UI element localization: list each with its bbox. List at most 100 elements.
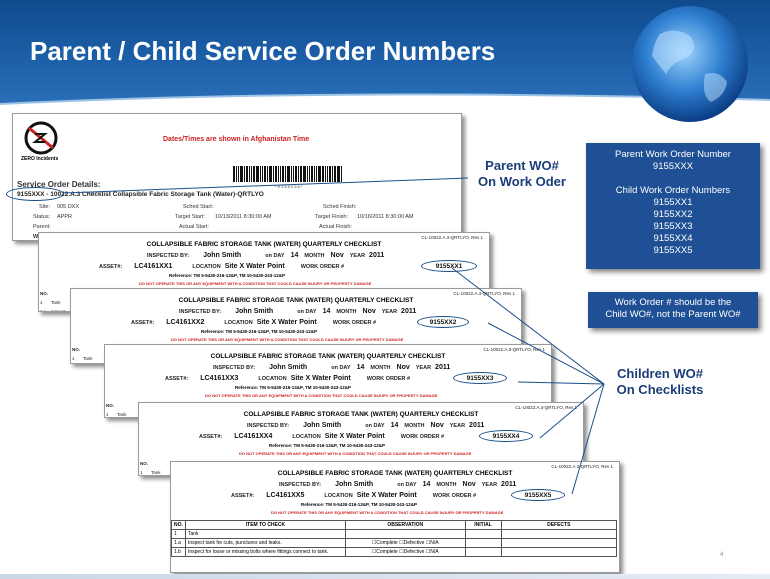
target-start-label: Target Start: xyxy=(175,214,205,220)
work-order-label: WORK ORDER # xyxy=(400,434,445,440)
table-header-cell: DEFECTS xyxy=(500,520,617,530)
location-value: Site X Water Point xyxy=(224,263,285,270)
reference-text: Reference: TM 5-5430-216-13&P, TM 10-543… xyxy=(201,329,317,334)
row-1-number: 1 xyxy=(40,300,43,305)
month-value: Nov xyxy=(330,252,344,259)
child-wo-heading: Child Work Order Numbers xyxy=(615,185,731,196)
no-label: NO. xyxy=(40,291,49,296)
barcode-bar xyxy=(311,166,313,182)
warning-text: DO NOT OPERATE THIS OR ANY EQUIPMENT WIT… xyxy=(171,337,404,342)
on-day-label: on DAY xyxy=(265,253,285,259)
sched-finish-label: Sched Finish: xyxy=(323,204,357,210)
actual-start-label: Actual Start: xyxy=(179,224,209,230)
barcode-bar xyxy=(316,166,317,182)
barcode-bar xyxy=(273,166,274,182)
no-label: NO. xyxy=(72,347,81,352)
target-start-value: 10/13/2011 8:30:00 AM xyxy=(215,214,272,220)
month-value: Nov xyxy=(396,364,410,371)
barcode-bar xyxy=(329,166,331,182)
tank-label: Tank xyxy=(83,356,93,361)
child-wo-number: 9155XX1 xyxy=(653,197,693,208)
checklist-title: COLLAPSIBLE FABRIC STORAGE TANK (WATER) … xyxy=(277,470,513,477)
year-value: 2011 xyxy=(401,308,417,315)
parent-callout-line1: Parent WO# xyxy=(485,158,559,173)
inspected-by-label: INSPECTED BY: xyxy=(147,253,190,259)
parent-wo-heading: Parent Work Order Number xyxy=(615,149,731,160)
checklist-form-id: CL-10022.A.3-QRTLYO, Rev 1 xyxy=(483,347,545,352)
table-header-cell: ITEM TO CHECK xyxy=(184,520,346,530)
month-label: MONTH xyxy=(370,365,391,371)
zero-incidents-logo xyxy=(24,121,58,155)
checklist-title: COLLAPSIBLE FABRIC STORAGE TANK (WATER) … xyxy=(210,353,446,360)
barcode-bar xyxy=(251,166,252,182)
work-order-label: WORK ORDER # xyxy=(366,376,411,382)
asset-label: ASSET#: xyxy=(231,493,255,499)
month-label: MONTH xyxy=(404,423,425,429)
day-value: 14 xyxy=(356,364,365,371)
work-order-numbers-box: Parent Work Order Number 9155XXX Child W… xyxy=(586,143,760,269)
barcode-text: * 9 1 5 5 2 5 5 * xyxy=(275,184,303,189)
actual-finish-label: Actual Finish: xyxy=(319,224,353,230)
month-label: MONTH xyxy=(336,309,357,315)
checklist-form-id: CL-10022.A.3-QRTLYO, Rev 1 xyxy=(453,291,515,296)
year-label: YEAR xyxy=(481,482,498,488)
inspector-name: John Smith xyxy=(269,364,308,371)
location-label: LOCATION xyxy=(224,320,253,326)
child-wo-number: 9155XX5 xyxy=(511,489,565,501)
inspector-name: John Smith xyxy=(303,422,342,429)
asset-value: LC4161XX4 xyxy=(234,433,273,440)
child-wo-number: 9155XX3 xyxy=(453,372,507,384)
table-cell xyxy=(344,529,466,539)
target-finish-label: Target Finish: xyxy=(315,214,349,220)
month-label: MONTH xyxy=(304,253,325,259)
barcode-bar xyxy=(236,166,237,182)
barcode-bar xyxy=(249,166,250,182)
child-wo-number: 9155XX2 xyxy=(653,209,693,220)
asset-label: ASSET#: xyxy=(165,376,189,382)
table-cell xyxy=(464,538,502,548)
barcode-bar xyxy=(285,166,286,182)
child-wo-number: 9155XX5 xyxy=(653,245,693,256)
reference-text: Reference: TM 5-5430-216-13&P, TM 10-543… xyxy=(301,502,417,507)
barcode-bar xyxy=(269,166,272,182)
status-value: APPR xyxy=(57,214,72,220)
logo-text: ZERO Incidents xyxy=(21,156,59,162)
barcode-bar xyxy=(309,166,310,182)
checklist-form-id: CL-10022.A.3-QRTLYO, Rev 1 xyxy=(551,464,613,469)
barcode-bar xyxy=(240,166,243,182)
parent-callout-line2: On Work Oder xyxy=(478,174,566,189)
child-wo-number: 9155XX4 xyxy=(653,233,693,244)
table-header-cell: INITIAL xyxy=(464,520,502,530)
year-value: 2011 xyxy=(435,364,451,371)
barcode-bar xyxy=(233,166,235,182)
child-wo-number: 9155XX4 xyxy=(479,430,533,442)
bottom-bar xyxy=(0,574,770,579)
barcode-bar xyxy=(327,166,328,182)
on-day-label: on DAY xyxy=(331,365,351,371)
row-1-number: 1 xyxy=(106,412,109,417)
barcode-bar xyxy=(334,166,336,182)
month-value: Nov xyxy=(462,481,476,488)
barcode-bar xyxy=(314,166,315,182)
table-cell: 1.a xyxy=(171,538,186,548)
checklist-form-id: CL-10022.A.3-QRTLYO, Rev 1 xyxy=(515,405,577,410)
children-callout-line1: Children WO# xyxy=(617,366,703,381)
inspector-name: John Smith xyxy=(235,308,274,315)
location-value: Site X Water Point xyxy=(290,375,351,382)
site-value: 005 DXX xyxy=(57,204,80,210)
no-label: NO. xyxy=(140,461,149,466)
table-header-cell: NO. xyxy=(171,520,186,530)
asset-value: LC4161XX3 xyxy=(200,375,239,382)
row-1a-number: 1.a xyxy=(40,309,47,312)
asset-value: LC4161XX2 xyxy=(166,319,205,326)
location-label: LOCATION xyxy=(292,434,321,440)
day-value: 14 xyxy=(390,422,399,429)
checklist-title: COLLAPSIBLE FABRIC STORAGE TANK (WATER) … xyxy=(178,297,414,304)
